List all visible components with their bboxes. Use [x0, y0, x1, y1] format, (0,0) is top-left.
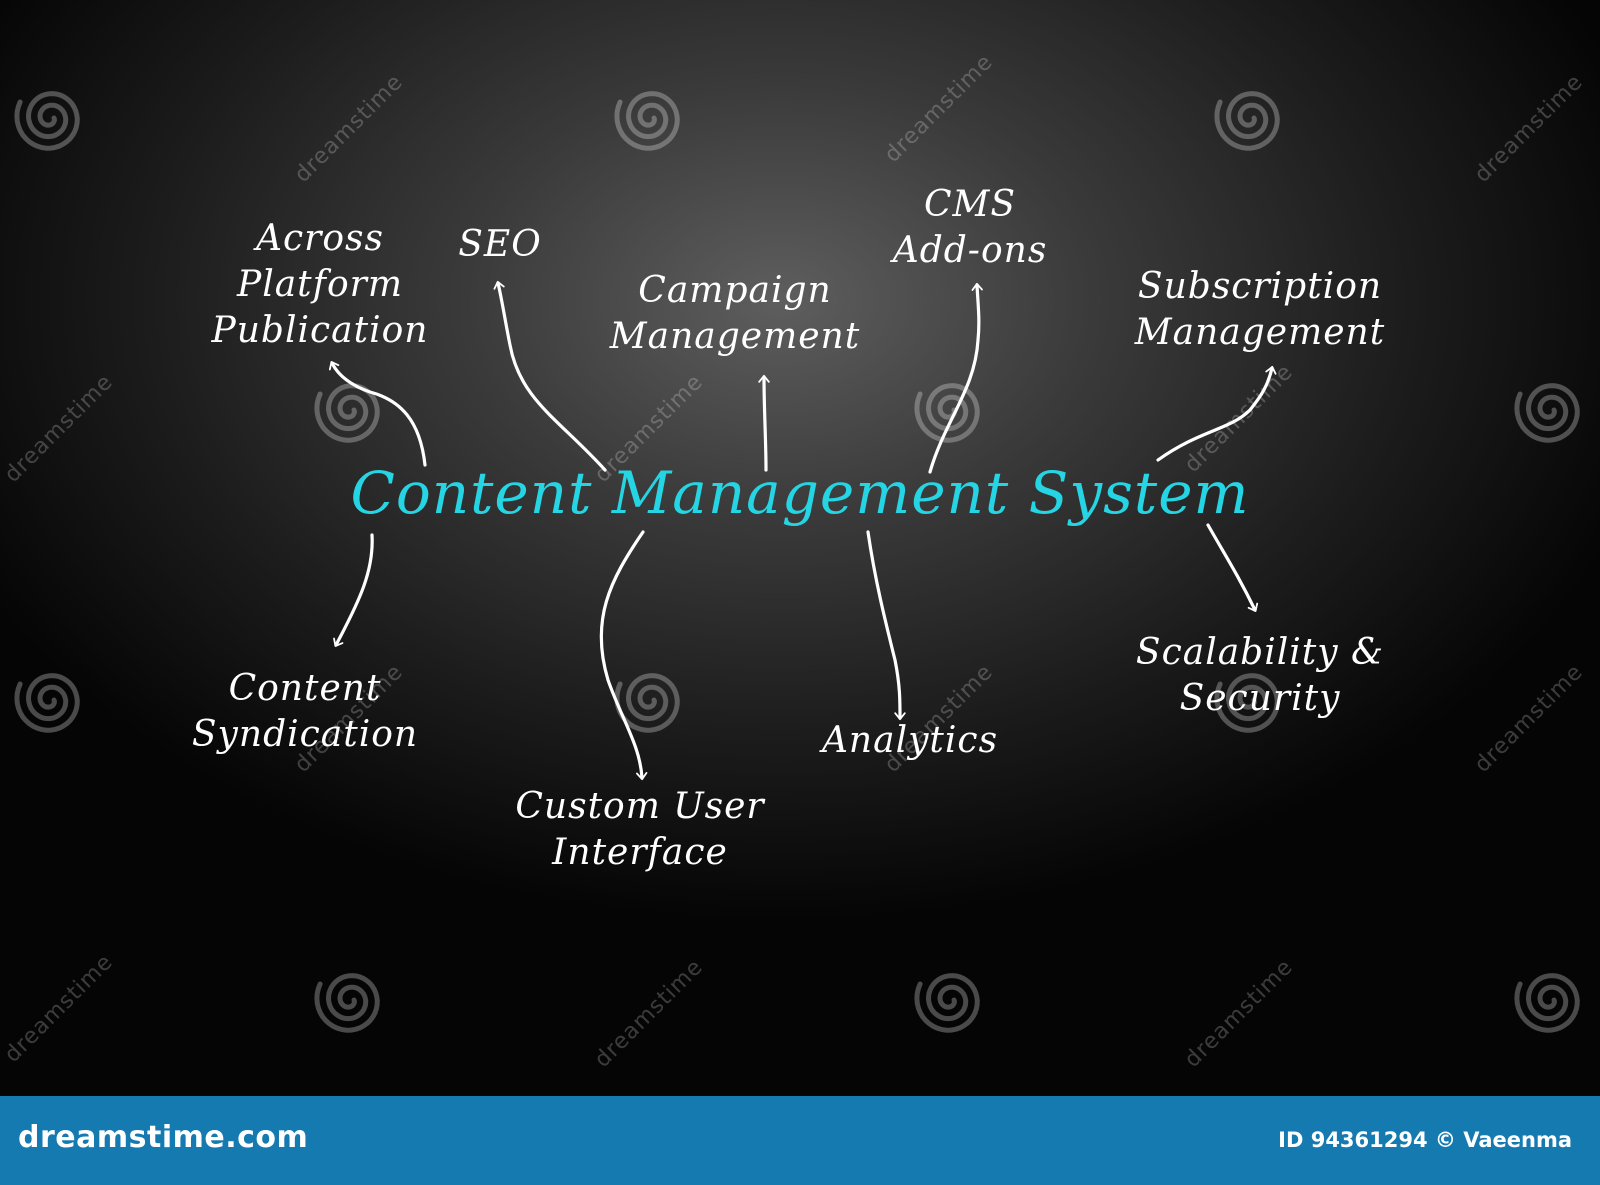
node-line: Interface: [552, 832, 728, 873]
arrow-to-subscription: [1156, 365, 1277, 462]
node-content-syndication: Content Syndication: [150, 666, 460, 758]
node-line: CMS: [923, 184, 1017, 225]
watermark-footer-bar: dreamstime.com ID 94361294 © Vaeenma: [0, 1096, 1600, 1185]
node-line: Syndication: [191, 714, 419, 755]
arrow-to-across-platform: [328, 361, 427, 467]
node-cms-addons: CMS Add-ons: [860, 182, 1080, 274]
node-line: Campaign: [638, 270, 832, 311]
node-line: Management: [609, 316, 861, 357]
node-line: Across: [256, 218, 384, 259]
node-line: Security: [1179, 678, 1341, 719]
arrow-to-syndication: [333, 533, 374, 647]
node-campaign-management: Campaign Management: [570, 268, 900, 360]
node-across-platform-publication: Across Platform Publication: [170, 216, 470, 354]
arrow-to-cms-addons: [928, 282, 983, 474]
node-seo: SEO: [440, 222, 560, 268]
node-line: Analytics: [821, 720, 999, 761]
node-line: Subscription: [1137, 266, 1383, 307]
node-subscription-management: Subscription Management: [1100, 264, 1420, 356]
arrow-to-seo: [493, 280, 607, 472]
node-custom-user-interface: Custom User Interface: [480, 784, 800, 876]
node-line: Custom User: [515, 786, 765, 827]
node-line: Content: [228, 668, 382, 709]
node-line: Platform: [236, 264, 403, 305]
arrow-to-custom-ui: [599, 530, 648, 781]
footer-image-id: ID 94361294 © Vaeenma: [1278, 1128, 1572, 1152]
arrow-to-analytics: [866, 530, 906, 721]
node-scalability-security: Scalability & Security: [1100, 630, 1420, 722]
node-line: Scalability &: [1135, 632, 1385, 673]
footer-site-name: dreamstime.com: [18, 1120, 309, 1155]
center-title: Content Management System: [350, 459, 1250, 527]
arrow-to-scalability: [1206, 523, 1259, 612]
arrows-layer: [328, 280, 1277, 781]
arrow-to-campaign: [758, 374, 770, 472]
node-analytics: Analytics: [780, 718, 1040, 764]
node-line: Add-ons: [892, 230, 1048, 271]
node-line: Publication: [211, 310, 429, 351]
node-line: SEO: [458, 224, 542, 265]
node-line: Management: [1134, 312, 1386, 353]
